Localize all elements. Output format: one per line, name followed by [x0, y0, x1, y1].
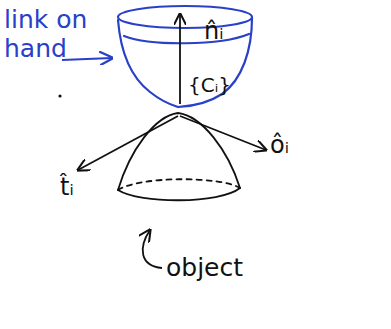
vector-label: n̂ᵢ	[204, 18, 264, 46]
frame-label: {Cᵢ}	[188, 74, 258, 97]
normal-arrow	[179, 14, 181, 104]
object-dome	[118, 113, 240, 200]
hand-link	[118, 6, 252, 107]
vector-label: ôᵢ	[270, 132, 330, 160]
leader-arrow	[62, 58, 112, 60]
pen-dot	[58, 94, 61, 97]
tangent-arrow	[180, 116, 266, 150]
leader-arrow	[143, 230, 162, 268]
vector-label: t̂ᵢ	[60, 174, 120, 202]
part-label: object	[166, 254, 286, 283]
part-label: link on hand	[4, 6, 100, 64]
tangent-arrow	[78, 116, 178, 170]
